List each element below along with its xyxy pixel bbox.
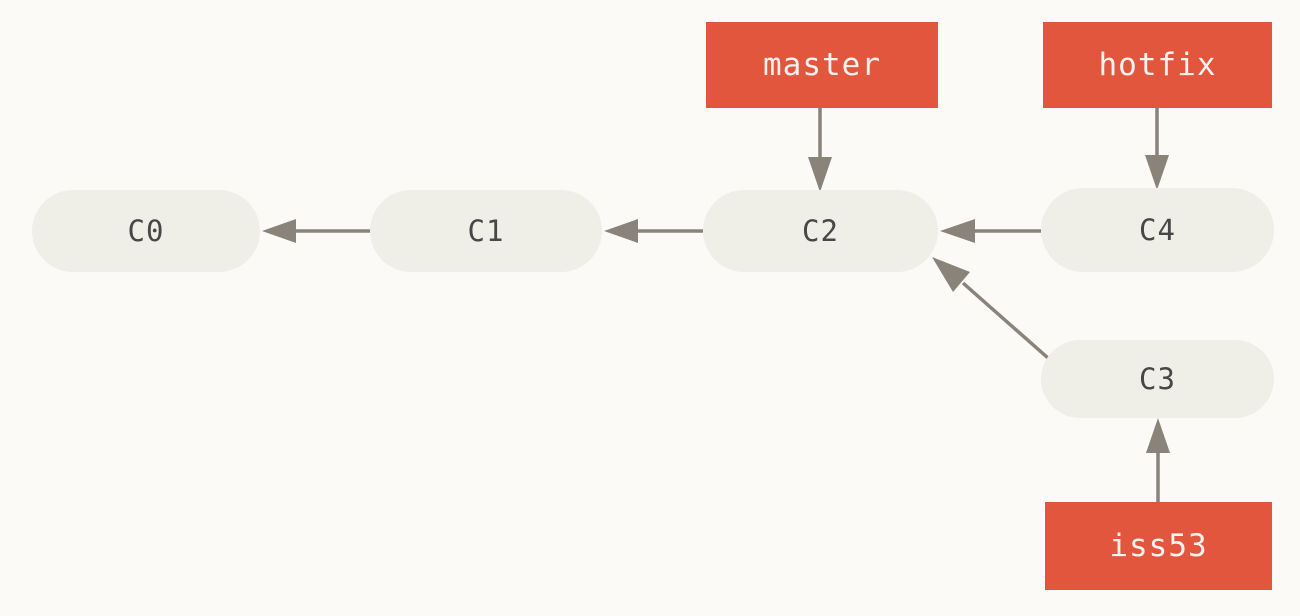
commit-label-c4: C4 xyxy=(1139,212,1176,247)
branch-label-master-text: master xyxy=(763,46,881,83)
commit-node-c1[interactable]: C1 xyxy=(370,190,602,272)
branch-label-iss53[interactable]: iss53 xyxy=(1045,502,1272,590)
branch-label-hotfix[interactable]: hotfix xyxy=(1043,22,1272,108)
commit-node-c2[interactable]: C2 xyxy=(703,190,938,272)
edge-iss53-to-c3 xyxy=(1146,418,1170,502)
commit-node-c3[interactable]: C3 xyxy=(1041,340,1274,418)
commit-label-c0: C0 xyxy=(127,213,165,248)
commit-label-c2: C2 xyxy=(802,213,839,248)
commit-label-c1: C1 xyxy=(467,213,505,248)
edge-hotfix-to-c4 xyxy=(1145,108,1169,190)
commit-label-c3: C3 xyxy=(1139,361,1176,396)
edge-c1-to-c0 xyxy=(262,219,370,243)
branch-label-master[interactable]: master xyxy=(706,22,938,108)
branch-label-iss53-text: iss53 xyxy=(1109,527,1208,564)
edge-master-to-c2 xyxy=(808,108,832,192)
edge-c3-to-c2 xyxy=(932,257,1050,360)
edge-c4-to-c2 xyxy=(940,219,1041,243)
edge-c2-to-c1 xyxy=(604,219,703,243)
commit-node-c0[interactable]: C0 xyxy=(32,190,260,272)
branch-label-hotfix-text: hotfix xyxy=(1098,46,1217,83)
commit-node-c4[interactable]: C4 xyxy=(1041,188,1274,272)
